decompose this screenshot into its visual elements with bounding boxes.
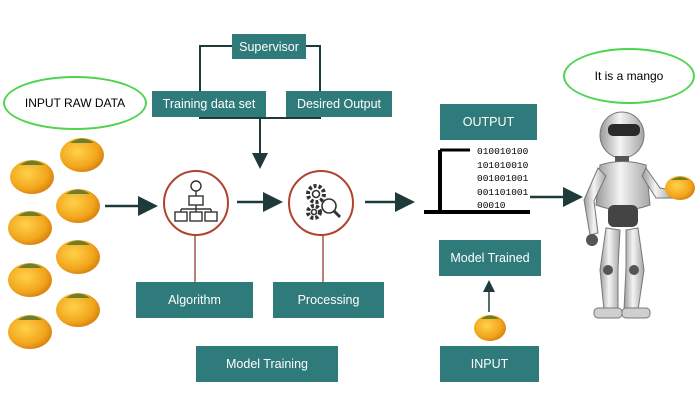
binary-line: 001001001 <box>477 173 529 184</box>
mango-icon <box>10 160 54 194</box>
binary-output: 010010100 101010010 001001001 001101001 … <box>477 145 528 213</box>
speech-bubble-oval: It is a mango <box>563 48 695 104</box>
desired-output-box: Desired Output <box>286 91 392 117</box>
algorithm-box: Algorithm <box>136 282 253 318</box>
gears-icon <box>306 184 342 220</box>
mango-icon <box>60 138 104 172</box>
mango-icon <box>8 211 52 245</box>
input-label: INPUT <box>470 357 509 371</box>
binary-line: 101010010 <box>477 159 529 171</box>
supervisor-box: Supervisor <box>232 34 306 59</box>
input-box: INPUT <box>440 346 539 382</box>
flowchart-icon <box>174 180 218 222</box>
mango-icon <box>8 315 52 349</box>
training-data-set-box: Training data set <box>152 91 266 117</box>
mango-icon <box>56 293 100 327</box>
mango-icon <box>8 263 52 297</box>
training-data-set-label: Training data set <box>162 97 256 111</box>
output-box: OUTPUT <box>440 104 537 140</box>
model-trained-label: Model Trained <box>450 251 530 265</box>
binary-line: 001101001 <box>477 186 529 198</box>
mango-icon <box>56 240 100 274</box>
model-trained-box: Model Trained <box>439 240 541 276</box>
supervisor-label: Supervisor <box>239 39 299 54</box>
binary-line: 010010100 <box>477 146 529 157</box>
output-label: OUTPUT <box>462 115 515 129</box>
input-raw-data-oval: INPUT RAW DATA <box>3 76 147 130</box>
input-raw-data-label: INPUT RAW DATA <box>24 96 126 110</box>
processing-circle <box>288 170 354 236</box>
mango-icon <box>56 189 100 223</box>
binary-line: 00010 <box>477 200 506 211</box>
speech-text: It is a mango <box>594 69 664 83</box>
algorithm-circle <box>163 170 229 236</box>
model-training-box: Model Training <box>196 346 338 382</box>
desired-output-label: Desired Output <box>296 97 382 111</box>
processing-label: Processing <box>297 293 360 307</box>
model-training-label: Model Training <box>226 357 308 371</box>
processing-box: Processing <box>273 282 384 318</box>
algorithm-label: Algorithm <box>168 293 221 307</box>
mango-icon <box>474 315 506 341</box>
